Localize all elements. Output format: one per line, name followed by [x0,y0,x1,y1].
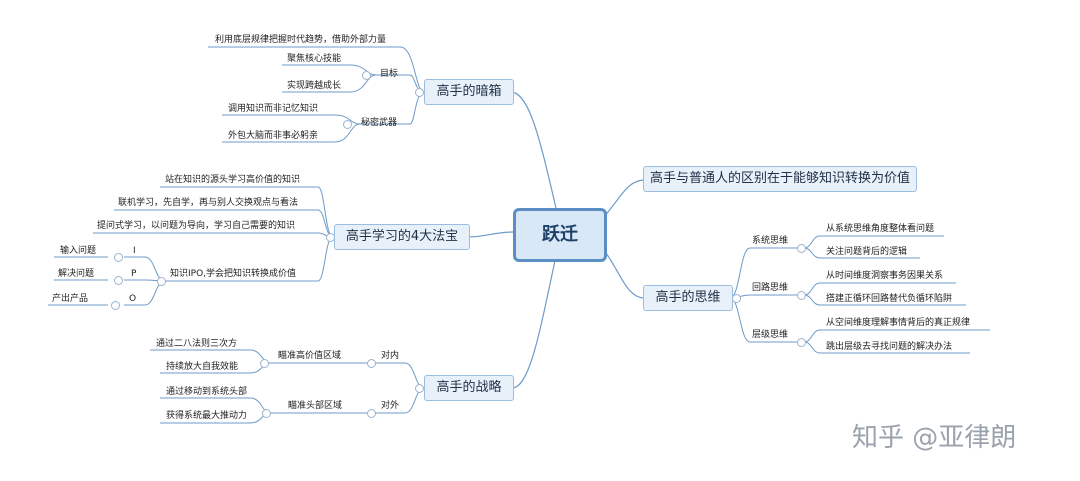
node-system-item[interactable]: 关注问题背后的逻辑 [826,247,908,257]
node-weapon[interactable]: 秘密武器 [361,118,398,128]
node-outer-item[interactable]: 通过移动到系统头部 [166,387,248,397]
node-inner-item[interactable]: 通过二八法则三次方 [156,339,238,349]
node-weapon-item[interactable]: 调用知识而非记忆知识 [228,104,319,114]
node-goal[interactable]: 目标 [380,69,399,79]
collapse-toggle-icon[interactable] [157,277,166,286]
watermark: 知乎 @亚律朗 [852,423,1017,453]
node-goal-item[interactable]: 实现跨越成长 [287,81,342,91]
node-outer[interactable]: 对外 [381,401,400,411]
node-outer-sub[interactable]: 瞄准头部区域 [288,401,343,411]
node-ipo-item[interactable]: 产出产品 [52,294,89,304]
node-system-item[interactable]: 从系统思维角度整体看问题 [826,224,935,234]
node-loop-item[interactable]: 从时间维度洞察事务因果关系 [826,271,944,281]
node-ipo-letter[interactable]: I [133,246,136,256]
collapse-toggle-icon[interactable] [415,384,424,393]
node-ipo-letter[interactable]: O [129,294,137,304]
central-topic[interactable]: 跃迁 [513,208,607,262]
collapse-toggle-icon[interactable] [114,253,123,262]
topic-thinking[interactable]: 高手的思维 [643,285,733,311]
collapse-toggle-icon[interactable] [367,359,376,368]
node-ipo[interactable]: 知识IPO,学会把知识转换成价值 [170,269,297,279]
topic-four-treasures[interactable]: 高手学习的4大法宝 [334,224,470,250]
node-level-item[interactable]: 跳出层级去寻找问题的解决办法 [826,342,953,352]
topic-dark-box[interactable]: 高手的暗箱 [424,79,514,105]
collapse-toggle-icon[interactable] [343,120,352,129]
node-inner-item[interactable]: 持续放大自我效能 [166,362,239,372]
collapse-toggle-icon[interactable] [732,294,741,303]
collapse-toggle-icon[interactable] [797,338,806,347]
node-ipo-item[interactable]: 输入问题 [60,246,97,256]
node-treasure-item[interactable]: 提问式学习，以问题为导向，学习自己需要的知识 [97,221,296,231]
collapse-toggle-icon[interactable] [262,409,271,418]
node-ipo-item[interactable]: 解决问题 [58,269,95,279]
node-treasure-item[interactable]: 联机学习，先自学，再与别人交换观点与看法 [118,198,299,208]
node-outer-item[interactable]: 获得系统最大推动力 [166,411,248,421]
node-weapon-item[interactable]: 外包大脑而非事必躬亲 [228,131,319,141]
topic-strategy[interactable]: 高手的战略 [424,375,514,401]
collapse-toggle-icon[interactable] [415,88,424,97]
collapse-toggle-icon[interactable] [797,291,806,300]
node-goal-item[interactable]: 聚焦核心技能 [287,54,342,64]
node-inner[interactable]: 对内 [381,351,400,361]
collapse-toggle-icon[interactable] [111,301,120,310]
topic-difference[interactable]: 高手与普通人的区别在于能够知识转换为价值 [643,166,917,192]
collapse-toggle-icon[interactable] [114,276,123,285]
collapse-toggle-icon[interactable] [260,359,269,368]
node-treasure-item[interactable]: 站在知识的源头学习高价值的知识 [165,175,301,185]
node-loop-thinking[interactable]: 回路思维 [752,283,789,293]
collapse-toggle-icon[interactable] [362,71,371,80]
node-dark-leaf[interactable]: 利用底层规律把握时代趋势，借助外部力量 [215,35,387,45]
collapse-toggle-icon[interactable] [797,244,806,253]
collapse-toggle-icon[interactable] [367,409,376,418]
node-inner-sub[interactable]: 瞄准高价值区域 [278,351,342,361]
node-system-thinking[interactable]: 系统思维 [752,236,789,246]
node-ipo-letter[interactable]: P [131,269,137,279]
node-loop-item[interactable]: 搭建正循环回路替代负循环陷阱 [826,294,953,304]
node-level-item[interactable]: 从空间维度理解事情背后的真正规律 [826,318,971,328]
node-level-thinking[interactable]: 层级思维 [752,330,789,340]
